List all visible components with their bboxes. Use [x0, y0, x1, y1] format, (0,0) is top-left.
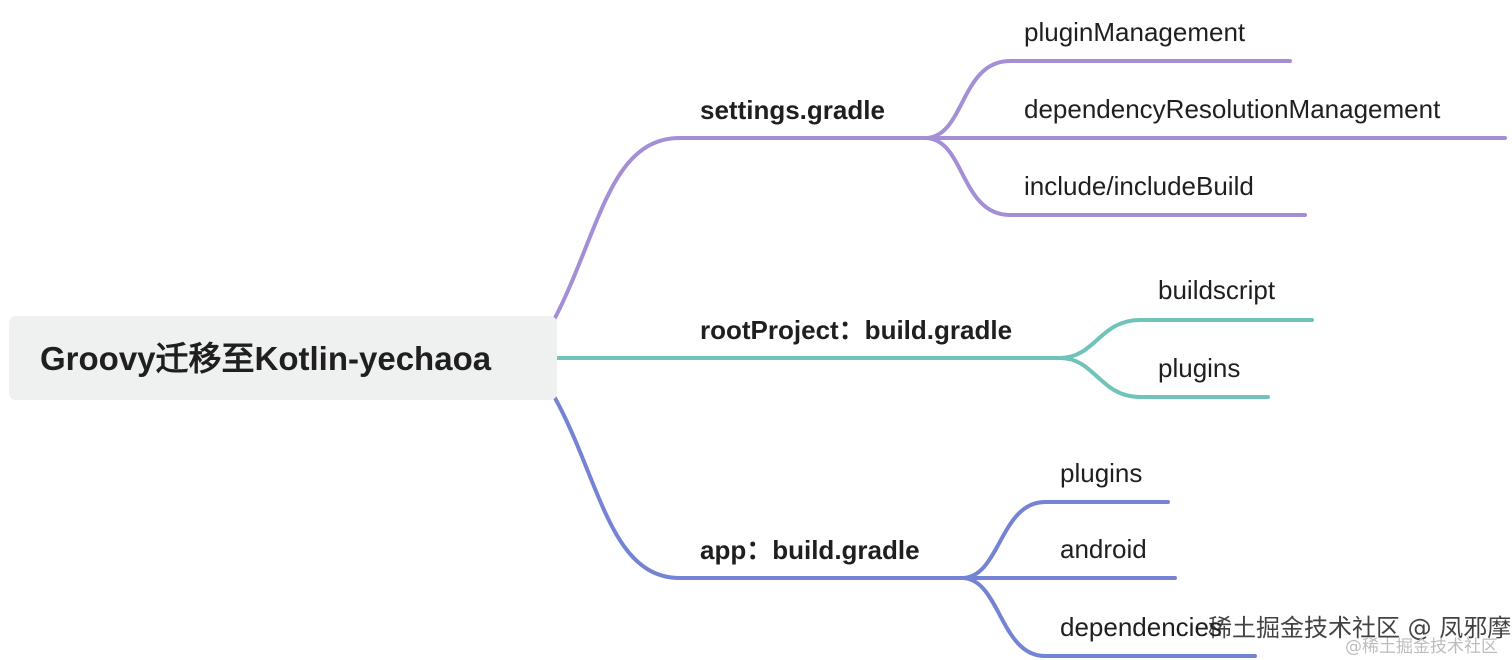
root-node-box: [9, 316, 557, 400]
connector-rootproject-buildscript: [1058, 318, 1314, 360]
branch-label-rootproject: rootProject：build.gradle: [700, 315, 1012, 345]
connector-rootproject-plugins: [1058, 356, 1270, 399]
connector-settings-pluginmanagement: [923, 59, 1292, 140]
leaf-app-plugins: plugins: [1060, 458, 1142, 488]
connector-app-dependencies: [960, 576, 1257, 658]
connector-settings-include: [923, 136, 1307, 217]
leaf-include-build: include/includeBuild: [1024, 171, 1254, 201]
watermark-main: 稀土掘金技术社区 @ 凤邪摩羯: [1208, 614, 1512, 642]
connector-root-app: [553, 396, 964, 580]
connector-root-settings: [553, 136, 927, 320]
watermark-sub: @稀土掘金技术社区: [1345, 637, 1498, 657]
leaf-dependency-resolution-management: dependencyResolutionManagement: [1024, 94, 1441, 124]
branch-label-app: app：build.gradle: [700, 535, 920, 565]
connector-app-plugins: [960, 500, 1170, 580]
branch-label-settings: settings.gradle: [700, 95, 885, 125]
leaf-dependencies: dependencies: [1060, 612, 1222, 642]
root-node-label: Groovy迁移至Kotlin-yechaoa: [40, 340, 492, 377]
leaf-buildscript: buildscript: [1158, 275, 1276, 305]
leaf-root-plugins: plugins: [1158, 353, 1240, 383]
leaf-plugin-management: pluginManagement: [1024, 17, 1246, 47]
leaf-android: android: [1060, 534, 1147, 564]
